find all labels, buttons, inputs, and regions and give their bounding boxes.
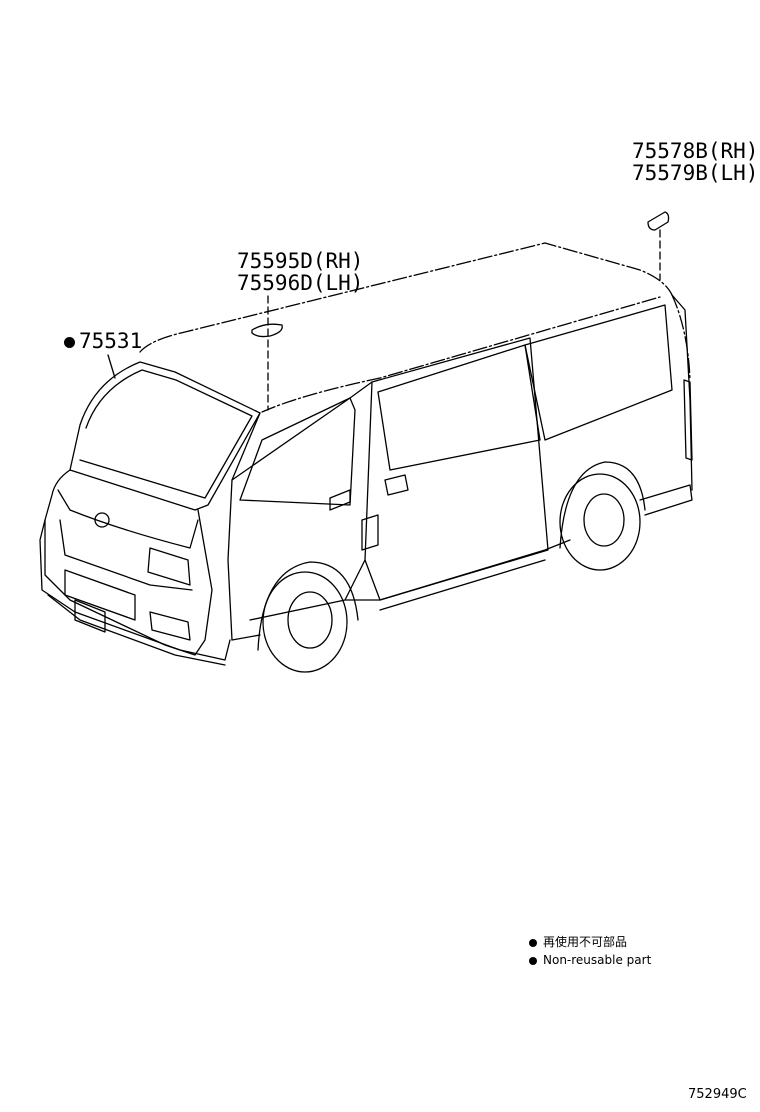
sliding-door bbox=[364, 337, 549, 601]
non-reusable-dot bbox=[529, 938, 537, 947]
rear-rim bbox=[583, 493, 625, 547]
front-panel bbox=[59, 519, 193, 591]
callout-rear-clip: 75578B(RH) 75579B(LH) bbox=[632, 140, 758, 184]
windshield-outer bbox=[69, 361, 261, 511]
legend: 再使用不可部品 Non-reusable part bbox=[529, 933, 651, 969]
bumper-lower bbox=[47, 594, 226, 666]
callout-center-clip: 75595D(RH) 75596D(LH) bbox=[237, 250, 363, 294]
fuel-lid bbox=[361, 514, 379, 551]
leader-windshield bbox=[107, 354, 116, 379]
emblem bbox=[94, 512, 110, 528]
rear-wheel-arch bbox=[559, 461, 646, 549]
legend-row-jp: 再使用不可部品 bbox=[529, 933, 651, 951]
center-clip-rh: 75595D(RH) bbox=[237, 249, 364, 273]
side-belt-upper bbox=[261, 296, 661, 413]
legend-text-jp: 再使用不可部品 bbox=[543, 935, 628, 949]
sliding-door-window bbox=[377, 344, 541, 471]
front-wheel-arch bbox=[257, 561, 359, 651]
fog-light bbox=[149, 611, 191, 641]
front-rim bbox=[287, 591, 333, 649]
rear-tire bbox=[559, 473, 641, 571]
front-door-handle bbox=[329, 489, 351, 511]
front-bumper bbox=[39, 519, 231, 661]
front-door bbox=[231, 381, 373, 621]
roof-outline bbox=[139, 242, 673, 353]
rear-roof-clip bbox=[647, 211, 670, 231]
non-reusable-dot bbox=[64, 336, 75, 348]
center-roof-clip bbox=[251, 323, 283, 338]
front-tire bbox=[262, 571, 348, 673]
license-plate bbox=[64, 569, 136, 621]
center-clip-lh: 75596D(LH) bbox=[237, 271, 364, 295]
grille bbox=[57, 489, 199, 549]
sliding-door-handle bbox=[384, 474, 409, 496]
callout-windshield: 75531 bbox=[64, 330, 142, 352]
front-door-window bbox=[239, 397, 356, 506]
windshield-part-number: 75531 bbox=[79, 329, 143, 353]
rear-side-window bbox=[524, 304, 673, 441]
front-face bbox=[44, 469, 213, 656]
legend-text-en: Non-reusable part bbox=[543, 953, 652, 967]
headlight bbox=[147, 547, 191, 586]
rear-clip-lh: 75579B(LH) bbox=[632, 161, 759, 185]
non-reusable-dot bbox=[529, 956, 537, 965]
windshield-inner bbox=[79, 369, 253, 499]
rear-clip-rh: 75578B(RH) bbox=[632, 139, 759, 163]
rear-roof-edge bbox=[671, 294, 691, 381]
diagram-code: 752949C bbox=[688, 1087, 747, 1102]
a-pillar bbox=[227, 412, 261, 641]
rocker bbox=[379, 484, 693, 611]
legend-row-en: Non-reusable part bbox=[529, 951, 651, 969]
plate-holder bbox=[74, 599, 106, 633]
rear-lamp bbox=[683, 379, 693, 461]
body-lower bbox=[231, 539, 571, 641]
